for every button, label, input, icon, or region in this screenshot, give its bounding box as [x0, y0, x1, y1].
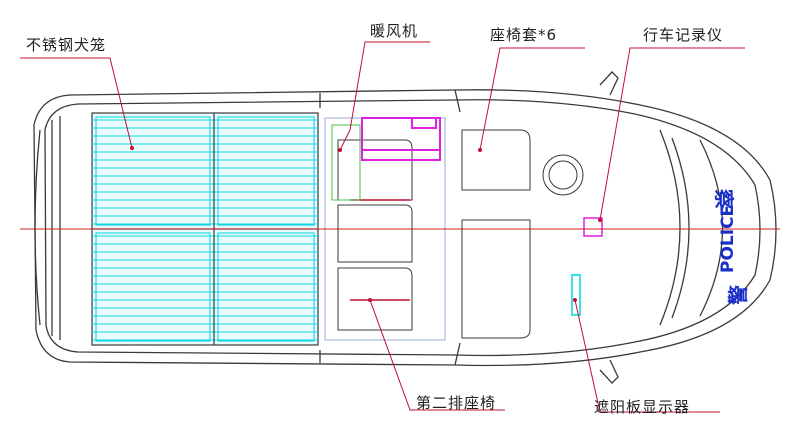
cage-frame-bl [95, 232, 211, 342]
cage-frame-left [95, 116, 211, 226]
seat-2 [337, 204, 413, 263]
side-mirror-top [599, 71, 619, 96]
rear-bumper [34, 129, 41, 326]
cage-frame-right [217, 116, 315, 226]
front-seat-bottom [461, 219, 531, 339]
leader-recorder [599, 47, 745, 221]
front-seat-top [461, 129, 531, 191]
label-second-row-seats: 第二排座椅 [416, 394, 497, 412]
police-marking: 察 POLICE 警 [712, 189, 750, 305]
visor-display-device [571, 274, 581, 316]
label-recorder: 行车记录仪 [643, 26, 724, 44]
body-inner-outline [44, 99, 761, 357]
windshield-inner [671, 137, 690, 319]
heater-unit [361, 117, 441, 161]
leader-visor [574, 299, 720, 413]
label-seat-cover: 座椅套*6 [490, 26, 558, 44]
b-pillar-bottom [454, 342, 461, 366]
leader-cage [20, 57, 133, 149]
label-dog-cage: 不锈钢犬笼 [26, 36, 107, 54]
cage-frame-br [217, 232, 315, 342]
recorder-device [583, 217, 603, 237]
b-pillar-top [454, 89, 461, 113]
leader-seatcover [479, 47, 585, 151]
leader-heater [339, 41, 430, 151]
front-seats [444, 118, 584, 340]
label-visor-display: 遮阳板显示器 [594, 398, 691, 416]
police-char-top: 察 [712, 189, 736, 210]
label-heater: 暖风机 [370, 22, 419, 40]
vehicle-body [33, 71, 777, 384]
green-unit [331, 124, 361, 201]
leader-lines [20, 41, 745, 413]
hood-line [699, 139, 724, 317]
leader-row2 [369, 299, 505, 411]
police-char-bottom: 警 [726, 285, 750, 305]
steering-wheel [542, 154, 584, 196]
seat-3 [337, 267, 413, 331]
side-mirror-bottom [599, 359, 619, 384]
police-text: POLICE [718, 205, 738, 273]
body-outer-outline [33, 89, 777, 367]
seat-1 [337, 139, 413, 201]
windshield [659, 129, 681, 326]
